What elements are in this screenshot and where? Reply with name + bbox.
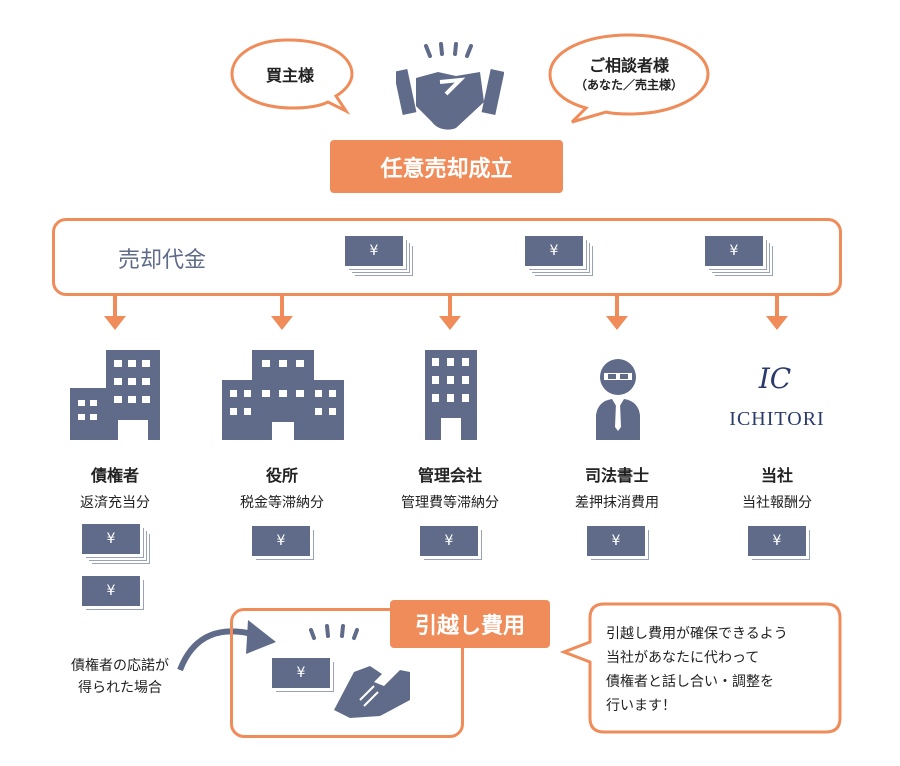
recipient-title: 管理会社: [417, 466, 482, 485]
sparkle-icon: [309, 624, 359, 640]
recipient-creditor: 債権者返済充当分: [40, 462, 190, 512]
giving-hand-icon: [334, 666, 410, 718]
yen-note-icon: ¥: [420, 526, 478, 556]
recipient-title: 役所: [265, 466, 298, 485]
recipient-title: 当社: [760, 466, 793, 485]
client-sublabel: （あなた／売主様）: [574, 78, 683, 92]
recipient-sub: 返済充当分: [80, 495, 150, 511]
arrow-down-icon: [104, 296, 126, 330]
client-label: ご相談者様: [588, 56, 669, 75]
recipient-management: 管理会社管理費等滞納分: [375, 462, 525, 512]
recipient-government: 役所税金等滞納分: [207, 462, 357, 512]
yen-note-icon: ¥: [82, 576, 140, 606]
recipient-sub: 当社報酬分: [742, 495, 812, 511]
yen-stack-icon: ¥: [82, 524, 140, 554]
moving-cost-box: [230, 608, 464, 738]
arrow-down-icon: [439, 296, 461, 330]
ichitori-logo-text: ICHITORI: [729, 408, 825, 430]
government-building-icon: [222, 350, 344, 440]
speech-bubble-client: [548, 33, 710, 124]
yen-note-icon: ¥: [748, 526, 806, 556]
speech-bubble-buyer: [230, 38, 354, 115]
explanation-speech-box: [560, 602, 842, 734]
yen-note-icon: ¥: [272, 658, 330, 688]
office-building-icon: [70, 350, 160, 440]
yen-stack-icon: ¥: [345, 236, 403, 266]
proceeds-label: 売却代金: [118, 248, 207, 273]
arrow-down-icon: [271, 296, 293, 330]
recipient-sub: 差押抹消費用: [575, 495, 659, 511]
recipient-title: 司法書士: [584, 466, 649, 485]
explanation-text: 引越し費用が確保できるよう 当社があなたに代わって 債権者と話し合い・調整を 行…: [606, 626, 788, 714]
ichitori-logo: IC: [758, 362, 792, 395]
sale-complete-banner: 任意売却成立: [330, 140, 563, 193]
arrow-down-icon: [766, 296, 788, 330]
recipient-scrivener: 司法書士差押抹消費用: [542, 462, 692, 512]
buyer-label: 買主様: [265, 66, 314, 85]
yen-stack-icon: ¥: [705, 236, 763, 266]
proceeds-box: [52, 218, 842, 296]
condition-text: 債権者の応諾が 得られた場合: [71, 658, 169, 696]
person-icon: [596, 359, 640, 440]
arrow-down-icon: [606, 296, 628, 330]
yen-note-icon: ¥: [252, 526, 310, 556]
recipient-title: 債権者: [90, 466, 139, 485]
moving-cost-label: 引越し費用: [390, 600, 550, 648]
curved-arrow-icon: [177, 620, 276, 672]
recipient-sub: 税金等滞納分: [240, 495, 324, 511]
handshake-icon: [396, 42, 504, 130]
yen-stack-icon: ¥: [525, 236, 583, 266]
yen-note-icon: ¥: [587, 526, 645, 556]
recipient-company: 当社当社報酬分: [702, 462, 852, 512]
tower-building-icon: [425, 350, 477, 440]
recipient-sub: 管理費等滞納分: [401, 495, 499, 511]
